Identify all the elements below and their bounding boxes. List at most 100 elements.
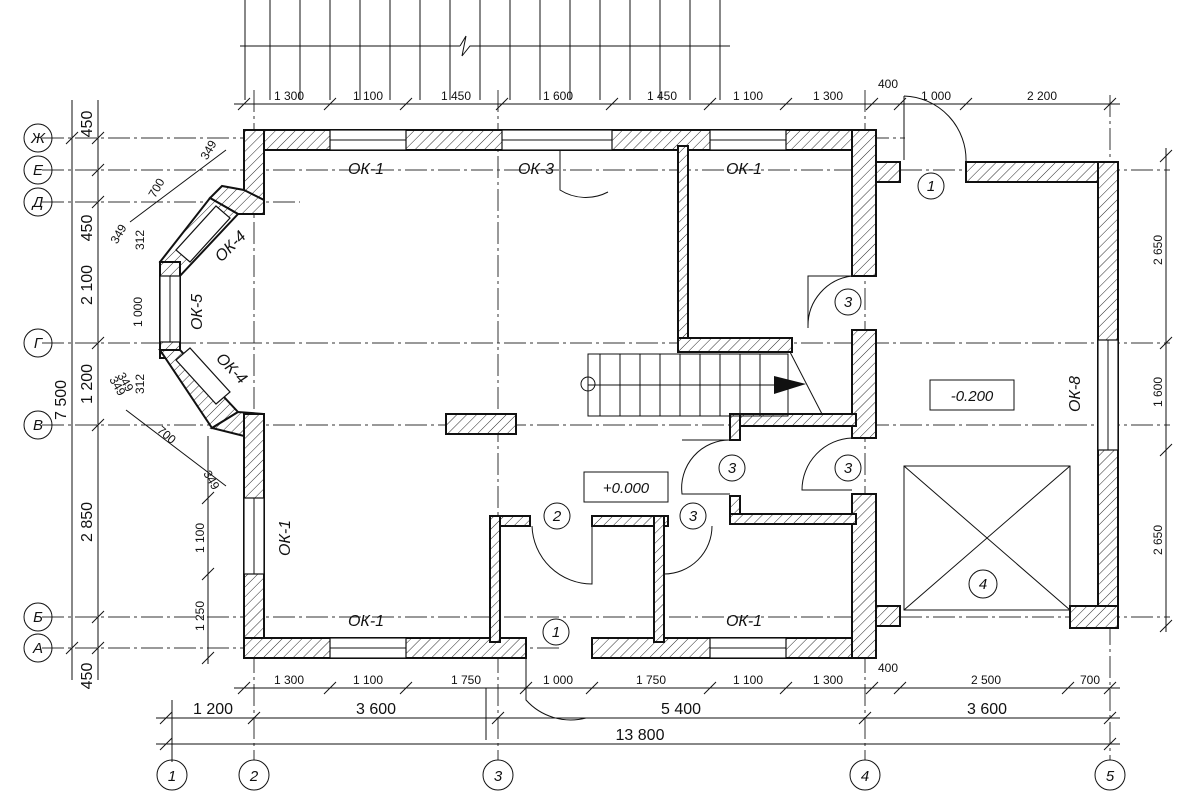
door-mark: 3: [844, 294, 853, 311]
dim-left: 2 850: [79, 502, 96, 542]
door-mark-circle: [834, 454, 862, 482]
axis-bubble-zh: [23, 123, 53, 153]
dim-left-total: 7 500: [53, 380, 70, 420]
axis-label-4: 4: [861, 768, 869, 785]
dim-top: 2 200: [1027, 89, 1057, 103]
dim-top: 1 000: [921, 89, 951, 103]
axis-label-3: 3: [494, 768, 503, 785]
dim-left: 1 200: [79, 364, 96, 404]
window-label: ОК-1: [726, 161, 762, 178]
axis-bubble-e: [23, 155, 53, 185]
level-main: +0.000: [603, 480, 650, 497]
window-label: ОК-1: [726, 613, 762, 630]
dim-top: 1 300: [274, 89, 304, 103]
door-mark: 3: [728, 460, 737, 477]
dim-bottom: 1 000: [543, 673, 573, 687]
door-mark-circle: [968, 569, 998, 599]
axis-label-zh: Ж: [30, 130, 46, 147]
dim-bottom: 1 750: [451, 673, 481, 687]
window-label: ОК-1: [277, 520, 294, 556]
dim-bay: 312: [133, 374, 147, 394]
dim-bottom: 400: [878, 661, 898, 675]
dim-left: 450: [79, 111, 96, 138]
door-marks: 1 3 3 3 2 3 1 4: [542, 172, 998, 646]
axis-label-5: 5: [1106, 768, 1115, 785]
dim-bottom: 1 300: [274, 673, 304, 687]
dim-left-inner: 1 000: [131, 297, 145, 327]
upper-stair-lines: [240, 0, 730, 100]
level-box: [929, 379, 1015, 411]
dim-top: 1 450: [441, 89, 471, 103]
dim-top: 1 600: [543, 89, 573, 103]
dim-top: 1 100: [353, 89, 383, 103]
axis-bubble-5: [1094, 759, 1126, 791]
dims-left-inner: 1 000 1 100 1 250: [131, 297, 207, 631]
windows: [159, 129, 1119, 659]
axis-label-2: 2: [249, 768, 259, 785]
door-mark-circle: [718, 454, 746, 482]
axis-bubble-g: [23, 328, 53, 358]
axis-bubble-d: [23, 187, 53, 217]
door-mark-circle: [917, 172, 945, 200]
dim-right: 2 650: [1151, 235, 1165, 265]
dim-bottom: 1 100: [353, 673, 383, 687]
axis-label-1: 1: [168, 768, 176, 785]
axis-label-v: В: [33, 417, 43, 434]
dim-top: 1 450: [647, 89, 677, 103]
dim-axes: 3 600: [356, 701, 396, 718]
dims-right: 2 650 1 600 2 650: [1151, 235, 1165, 555]
dim-bottom: 2 500: [971, 673, 1001, 687]
axis-bubbles-letters: Ж Е Д Г В Б А: [23, 123, 53, 663]
dim-bay: 312: [133, 230, 147, 250]
doors: [525, 95, 967, 721]
dim-bay: 700: [154, 423, 179, 447]
dim-left: 450: [79, 215, 96, 242]
door-mark: 1: [927, 178, 935, 195]
opening-cross-icon: [903, 465, 1071, 611]
axis-bubble-b: [23, 602, 53, 632]
axis-bubble-2: [238, 759, 270, 791]
dims-bottom-inner: 1 300 1 100 1 750 1 000 1 750 1 100 1 30…: [274, 661, 1100, 687]
dim-bay: 349: [200, 468, 222, 493]
dim-right: 1 600: [1151, 377, 1165, 407]
dim-bay: 349: [197, 138, 219, 163]
door-mark-circle: [679, 502, 707, 530]
dim-bottom: 1 100: [733, 673, 763, 687]
window-label: ОК-5: [189, 294, 206, 330]
dims-left-outer: 450 450 2 100 1 200 2 850 450 7 500: [53, 111, 96, 690]
axis-label-g: Г: [34, 335, 44, 352]
level-marks: -0.200 +0.000: [583, 379, 1015, 503]
door-mark: 3: [844, 460, 853, 477]
dim-top: 1 100: [733, 89, 763, 103]
dims-top: 1 300 1 100 1 450 1 600 1 450 1 100 1 30…: [274, 77, 1057, 103]
level-box: [583, 471, 669, 503]
door-mark-circle: [834, 288, 862, 316]
window-label: ОК-8: [1067, 376, 1084, 412]
dim-top: 400: [878, 77, 898, 91]
door-mark: 2: [552, 508, 562, 525]
dim-bottom: 1 750: [636, 673, 666, 687]
arrow-direction-icon: [774, 376, 806, 394]
axis-bubble-v: [23, 410, 53, 440]
dim-left: 450: [79, 663, 96, 690]
dimension-lines-bottom: [156, 681, 1120, 762]
dimension-lines-top: [234, 97, 1120, 111]
dim-bay: 349: [107, 222, 129, 247]
level-terrace: -0.200: [951, 388, 994, 405]
axis-bubble-4: [849, 759, 881, 791]
dim-left-inner: 1 250: [193, 601, 207, 631]
dim-bottom: 700: [1080, 673, 1100, 687]
window-label: ОК-1: [348, 161, 384, 178]
dim-bottom: 1 300: [813, 673, 843, 687]
door-mark-circle: [543, 502, 571, 530]
dim-top: 1 300: [813, 89, 843, 103]
dim-total: 13 800: [616, 727, 665, 744]
dim-right: 2 650: [1151, 525, 1165, 555]
door-mark-circle: [542, 618, 570, 646]
dim-left: 2 100: [79, 265, 96, 305]
axis-bubble-1: [156, 759, 188, 791]
axis-bubble-3: [482, 759, 514, 791]
dim-axes: 1 200: [193, 701, 233, 718]
door-mark: 1: [552, 624, 560, 641]
